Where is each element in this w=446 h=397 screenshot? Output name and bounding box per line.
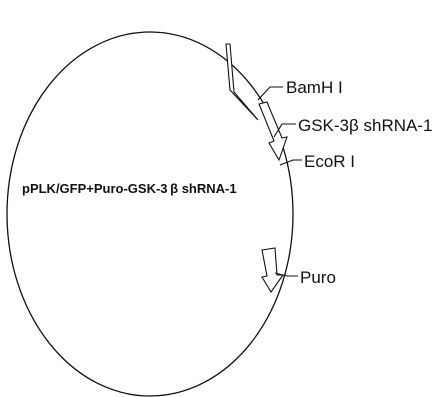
shrna-arrow-body — [258, 101, 288, 162]
shrna-insert-arrow — [225, 43, 259, 121]
shrna-label: GSK-3β shRNA-1 — [298, 116, 432, 135]
ecori-label: EcoR I — [304, 152, 355, 171]
bamhi-leader-line — [257, 86, 283, 101]
puro-marker-arrow — [261, 247, 285, 294]
ecori-leader-line — [279, 159, 302, 166]
puro-leader-line — [274, 272, 298, 277]
shrna-leader-line — [273, 123, 296, 138]
plasmid-name: pPLK/GFP+Puro-GSK-3 β shRNA-1 — [22, 181, 237, 196]
plasmid-backbone-circle — [6, 31, 294, 397]
puro-label: Puro — [300, 268, 336, 287]
bamhi-label: BamH I — [286, 78, 343, 97]
